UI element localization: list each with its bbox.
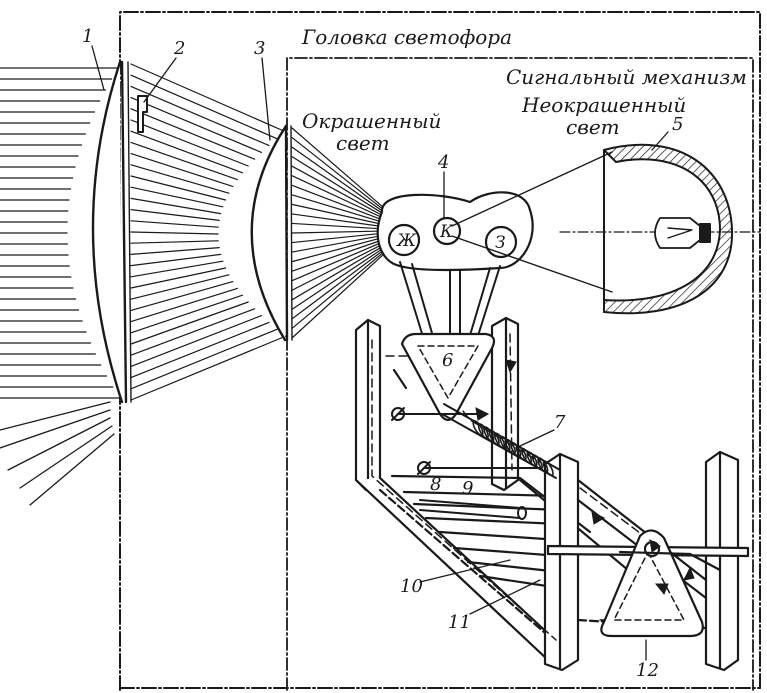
colored-light-rays: [130, 63, 287, 401]
scattered-light-rays: [0, 401, 115, 506]
lamp-green-circle: [484, 225, 518, 259]
colored-light-caption-line1: Окрашенный: [302, 109, 441, 133]
callout-leaders: [91, 45, 669, 661]
callout-6: 6: [442, 350, 453, 371]
colored-light-caption-line2: свет: [336, 131, 390, 155]
signal-mechanism-frame: [286, 57, 754, 691]
callout-3: 3: [254, 38, 265, 59]
signal-head-caption: Головка светофора: [301, 25, 512, 49]
callout-1: 1: [82, 26, 93, 47]
callout-10: 10: [400, 576, 423, 597]
lens-bracket: [137, 95, 148, 133]
mechanism-base-frame: [354, 316, 750, 672]
incoming-light-rays: [0, 67, 121, 399]
bulb-icon: [654, 217, 701, 249]
callout-5: 5: [672, 114, 683, 135]
callout-9: 9: [462, 478, 473, 499]
colored-light-beam: [291, 127, 385, 339]
callout-11: 11: [448, 612, 471, 633]
callout-8: 8: [430, 474, 441, 495]
upper-prism: [392, 332, 496, 422]
inner-lens: [250, 124, 293, 342]
lamp-red-circle: [432, 216, 462, 246]
lamp-red-label: К: [439, 222, 454, 242]
spring-coils: [472, 420, 554, 477]
callout-4: 4: [437, 152, 449, 173]
callout-7: 7: [554, 412, 566, 433]
uncolored-light-rays: [451, 151, 613, 293]
lamp-green-label: З: [495, 233, 506, 253]
signal-mechanism-caption: Сигнальный механизм: [506, 65, 747, 89]
uncolored-light-caption-line2: свет: [566, 115, 620, 139]
lower-rod: [419, 499, 527, 520]
lamp-yellow-circle: [387, 223, 421, 257]
uncolored-light-caption-line1: Неокрашенный: [521, 93, 686, 117]
plate-supports: [399, 261, 501, 343]
lamp-reflector: [559, 143, 761, 315]
callout-2: 2: [173, 38, 185, 59]
diagram-labels: Головка светофора Сигнальный механизм Ок…: [82, 25, 747, 681]
callout-12: 12: [636, 660, 659, 681]
outer-lens: [91, 60, 132, 404]
lamp-yellow-label: Ж: [396, 231, 417, 251]
path-arrows: [475, 359, 695, 595]
